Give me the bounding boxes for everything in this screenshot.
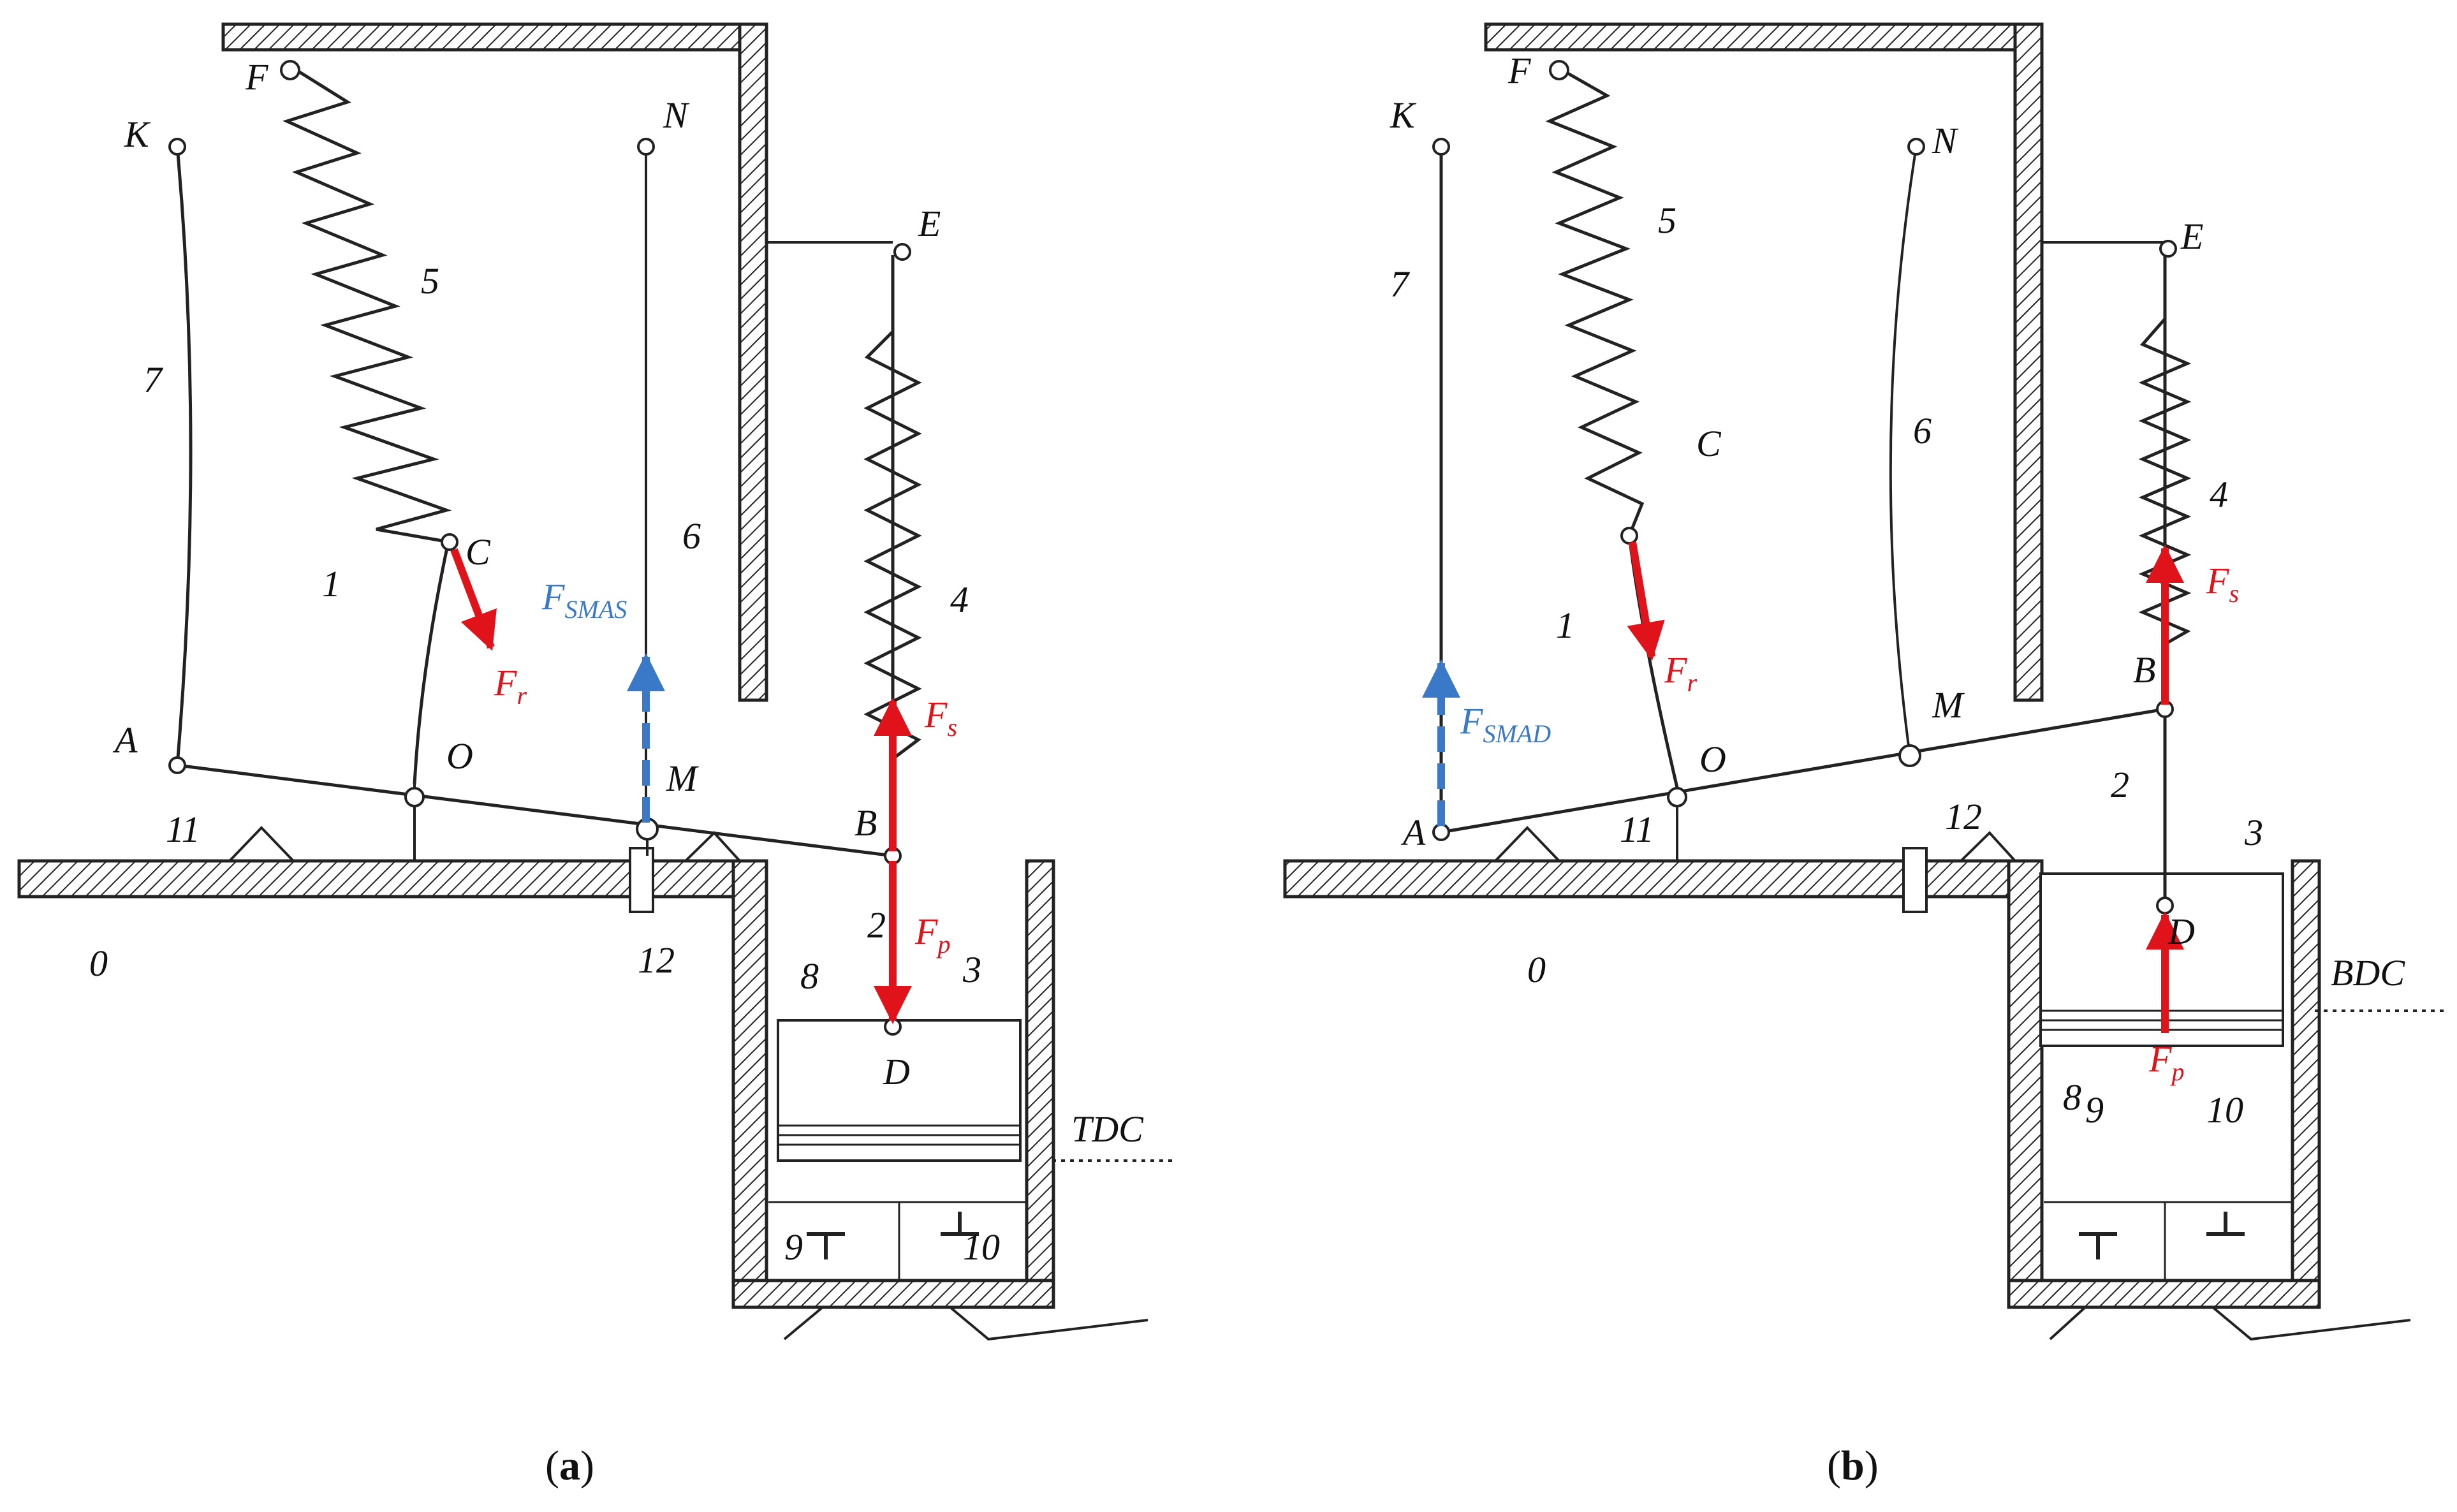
caption-b: (b)	[1827, 1442, 1879, 1489]
point-label-b: B	[854, 802, 877, 844]
part-label-0: 0	[1527, 949, 1546, 990]
point-label-n: N	[1932, 120, 1959, 161]
point-label-f: F	[245, 56, 268, 98]
part-label-9: 9	[2085, 1089, 2104, 1131]
force-label-fp-a: Fp	[914, 911, 950, 958]
part-label-7: 7	[143, 359, 163, 400]
point-label-k: K	[1390, 94, 1417, 136]
force-label-fr-b: Fr	[1664, 649, 1697, 697]
part-label-2: 2	[2111, 764, 2129, 805]
point-label-d: D	[2167, 911, 2195, 952]
part-label-2: 2	[867, 904, 886, 946]
part-label-0: 0	[89, 943, 108, 984]
part-label-3: 3	[2244, 812, 2263, 853]
point-label-m: M	[666, 758, 699, 799]
part-label-1: 1	[322, 563, 341, 605]
force-label-fs-b: Fs	[2206, 560, 2239, 608]
force-label-fsma-b: FSMAD	[1460, 700, 1551, 748]
panel-b: K F N E A O M B C D 0 1 2 3 4 5 6 7 8 9 …	[1283, 22, 2449, 1489]
part-label-6: 6	[682, 515, 701, 557]
point-label-o: O	[446, 735, 473, 777]
force-label-fsma-a: FSMAS	[541, 576, 627, 624]
part-label-4: 4	[2210, 474, 2228, 515]
point-label-c: C	[1696, 423, 1722, 464]
point-label-e: E	[2180, 216, 2203, 257]
force-fr-arrow-a	[450, 548, 497, 651]
point-label-d: D	[883, 1051, 910, 1092]
point-label-m: M	[1932, 684, 1965, 726]
force-label-fs-a: Fs	[924, 694, 957, 742]
point-label-f: F	[1507, 50, 1531, 91]
part-label-1: 1	[1556, 605, 1574, 646]
point-label-a: A	[112, 719, 138, 761]
part-label-5: 5	[1658, 200, 1676, 241]
part-label-3: 3	[962, 949, 981, 990]
part-label-10: 10	[963, 1226, 1000, 1268]
part-label-10: 10	[2206, 1089, 2243, 1131]
point-label-e: E	[918, 203, 941, 244]
part-label-5: 5	[421, 260, 439, 302]
part-label-12: 12	[638, 939, 675, 981]
panel-a: K F N E A O M B C D 0 1 2 3 4 5 6 7 8 9 …	[17, 22, 1173, 1489]
force-label-fp-b: Fp	[2148, 1038, 2184, 1086]
part-label-7: 7	[1390, 263, 1410, 305]
part-label-4: 4	[950, 579, 969, 620]
dead-center-label-b: BDC	[2331, 952, 2405, 994]
point-label-n: N	[663, 94, 690, 136]
frame-a	[17, 22, 1055, 1309]
part-label-12: 12	[1945, 796, 1982, 837]
part-label-8: 8	[800, 955, 819, 997]
part-label-11: 11	[166, 809, 200, 850]
point-label-o: O	[1699, 738, 1726, 780]
caption-a: (a)	[545, 1442, 594, 1489]
force-label-fr-a: Fr	[494, 662, 527, 710]
part-label-11: 11	[1620, 809, 1654, 850]
part-label-6: 6	[1913, 410, 1932, 451]
point-label-a: A	[1400, 812, 1426, 853]
point-label-c: C	[466, 531, 491, 573]
part-label-9: 9	[784, 1226, 803, 1268]
point-label-b: B	[2133, 649, 2155, 691]
force-fr-arrow-b	[1627, 541, 1665, 661]
dead-center-label-a: TDC	[1071, 1108, 1144, 1150]
point-label-k: K	[124, 114, 151, 155]
part-label-8: 8	[2063, 1076, 2081, 1118]
